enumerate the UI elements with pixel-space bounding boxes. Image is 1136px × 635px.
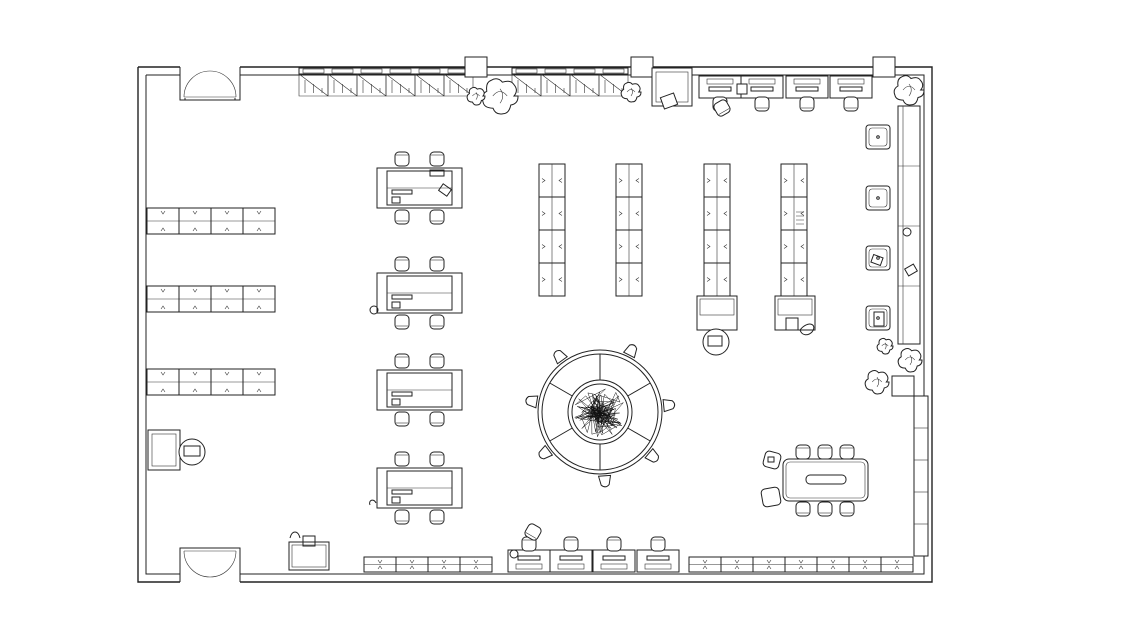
top-wall-shelves xyxy=(298,56,896,110)
bottom-left-double-door xyxy=(179,547,241,582)
meeting-table xyxy=(760,444,869,517)
desk-workstations-bottom xyxy=(363,523,914,573)
left-wall-desk xyxy=(147,429,206,471)
top-left-double-door xyxy=(179,67,241,101)
left-wall-shelves xyxy=(146,207,276,396)
desk-workstations-top xyxy=(698,75,873,117)
center-shelf-rows xyxy=(538,163,808,297)
plants xyxy=(466,75,925,395)
bottom-left-cart xyxy=(288,531,330,571)
building-walls xyxy=(137,66,933,583)
right-wall-shelves xyxy=(891,105,929,557)
round-planter-seating xyxy=(525,344,676,488)
reading-tables xyxy=(369,151,463,525)
sinks-right-wall xyxy=(865,124,919,331)
center-work-desks xyxy=(696,295,816,356)
